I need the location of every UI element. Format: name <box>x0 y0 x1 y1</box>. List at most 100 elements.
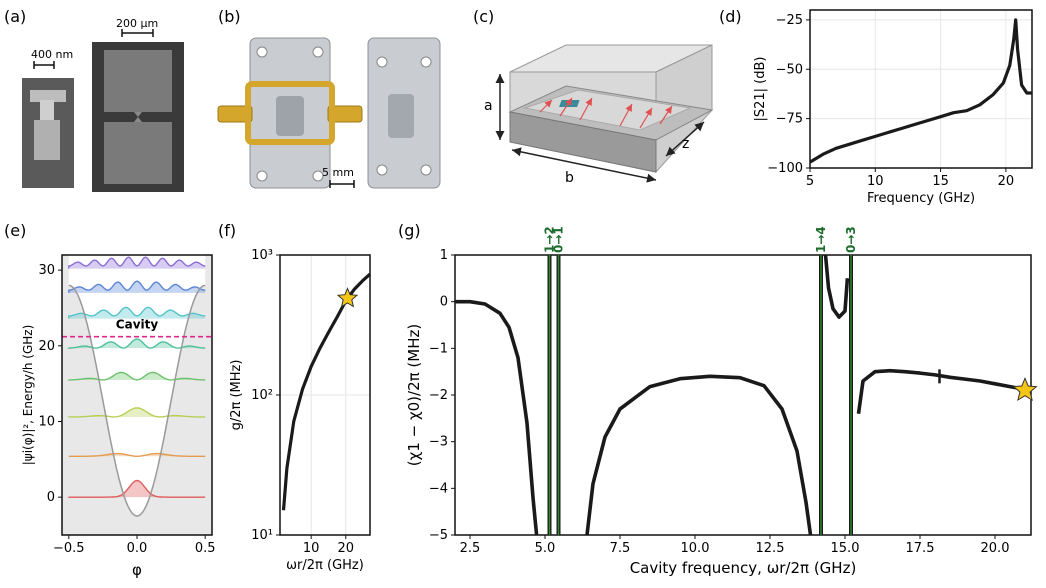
dim-label-a: a <box>484 98 493 114</box>
screw-hole-tl <box>256 46 268 58</box>
x-tick-label: 10 <box>867 174 884 189</box>
field-arrow-4 <box>619 103 633 127</box>
cavity-half-pocket <box>388 94 414 138</box>
x-tick-label: 20 <box>998 174 1015 189</box>
wavefunction-6 <box>68 280 206 293</box>
y-tick-label: −4 <box>429 481 448 496</box>
x-tick-label: 20 <box>337 541 354 556</box>
y-tick-label: 30 <box>38 263 55 278</box>
x-axis-label: φ <box>132 561 142 579</box>
operating-point-star <box>336 287 359 308</box>
plot-frame <box>279 254 371 536</box>
field-arrow-1 <box>539 99 553 113</box>
plot-frame <box>61 254 213 536</box>
x-tick-label: 5 <box>806 174 814 189</box>
x-tick-label: −0.5 <box>53 541 85 556</box>
sem-junction-neck <box>40 100 54 122</box>
wavefunction-fill-0 <box>68 480 206 498</box>
x-tick-label: 7.5 <box>610 541 631 556</box>
x-tick-label: 12.5 <box>756 541 785 556</box>
dim-label-z: z <box>682 136 689 152</box>
panel-c: (c) a b z <box>473 7 714 186</box>
cavity-window <box>276 96 304 136</box>
screw-hole-br <box>312 170 324 182</box>
x-tick-label: 5.0 <box>535 541 556 556</box>
y-axis-label: g/2π (MHz) <box>229 360 244 431</box>
y-tick-label: −5 <box>429 528 448 543</box>
panel-g-label: (g) <box>398 221 421 240</box>
transition-label-2: 1→4 <box>814 226 828 253</box>
coupling-curve <box>281 272 372 511</box>
y-tick-label: 10³ <box>251 248 273 263</box>
field-arrow-6 <box>659 105 673 125</box>
y-tick-label: −100 <box>767 161 803 176</box>
scale-label-right: 200 μm <box>116 17 158 30</box>
y-tick-label: 10 <box>38 414 55 429</box>
gold-flange <box>245 81 335 145</box>
y-axis-label: |S21| (dB) <box>753 57 768 122</box>
y-axis-label: |ψi(φ)|², Energy/h (GHz) <box>21 325 35 466</box>
wavefunction-0 <box>67 479 206 498</box>
y-tick-label: 0 <box>440 295 448 310</box>
qubit-junction-link <box>134 112 142 122</box>
y-tick-label: 1 <box>440 248 448 263</box>
screw-hole-tr <box>312 46 324 58</box>
dispersive-shift-segment-3 <box>856 368 1026 414</box>
field-arrow-2 <box>559 97 573 117</box>
operating-point-star <box>1012 376 1038 402</box>
transition-label-3: 0→3 <box>844 226 858 253</box>
dispersive-shift-segment-1 <box>585 374 813 536</box>
y-tick-label: −50 <box>776 62 803 77</box>
sem-junction-body <box>34 120 60 160</box>
wavefunction-2 <box>67 407 206 418</box>
dim-label-b: b <box>565 170 574 186</box>
y-tick-label: −3 <box>429 435 448 450</box>
y-tick-label: 10² <box>251 388 273 403</box>
panel-e-label: (e) <box>4 221 26 240</box>
screw-hole-bl <box>256 170 268 182</box>
x-tick-label: 0.5 <box>195 541 216 556</box>
half-hole-tl <box>376 56 388 68</box>
wavefunction-7 <box>68 256 206 269</box>
y-tick-label: 10¹ <box>251 528 273 543</box>
qubit-pad-bottom <box>104 122 172 184</box>
scale-label-b: 5 mm <box>322 166 354 179</box>
x-tick-label: 10.0 <box>681 541 710 556</box>
x-tick-label: 20.0 <box>981 541 1010 556</box>
wavefunction-fill-2 <box>68 407 206 417</box>
half-hole-bl <box>376 164 388 176</box>
y-axis-label: (χ1 − χ0)/2π (MHz) <box>405 324 423 466</box>
dim-arrow-z <box>665 121 705 157</box>
panel-b: (b) 5 mm <box>217 7 441 189</box>
half-hole-tr <box>420 56 432 68</box>
panel-a: (a) 400 nm 200 μm <box>4 7 184 192</box>
qubit-pad-top <box>104 50 172 112</box>
dim-arrow-b <box>511 147 657 183</box>
dispersive-shift-segment-0 <box>455 299 539 536</box>
panel-b-label: (b) <box>218 7 241 26</box>
y-tick-label: −75 <box>776 112 803 127</box>
plot-frame <box>809 9 1033 169</box>
wavefunction-5 <box>68 306 206 319</box>
y-tick-label: −1 <box>429 341 448 356</box>
x-tick-label: 15.0 <box>831 541 860 556</box>
field-arrow-3 <box>579 97 593 121</box>
dispersive-shift-segment-2 <box>823 254 850 319</box>
x-tick-label: 17.5 <box>906 541 935 556</box>
transition-label-1: 0→1 <box>552 226 566 253</box>
panel-c-label: (c) <box>473 7 494 26</box>
transition-label-0: 1→2 <box>543 226 557 253</box>
s21-trace <box>809 18 1032 164</box>
wavefunction-fill-5 <box>68 307 206 319</box>
x-tick-label: 15 <box>932 174 949 189</box>
y-tick-label: 20 <box>38 339 55 354</box>
y-tick-label: −2 <box>429 388 448 403</box>
plot-frame <box>454 254 1032 536</box>
